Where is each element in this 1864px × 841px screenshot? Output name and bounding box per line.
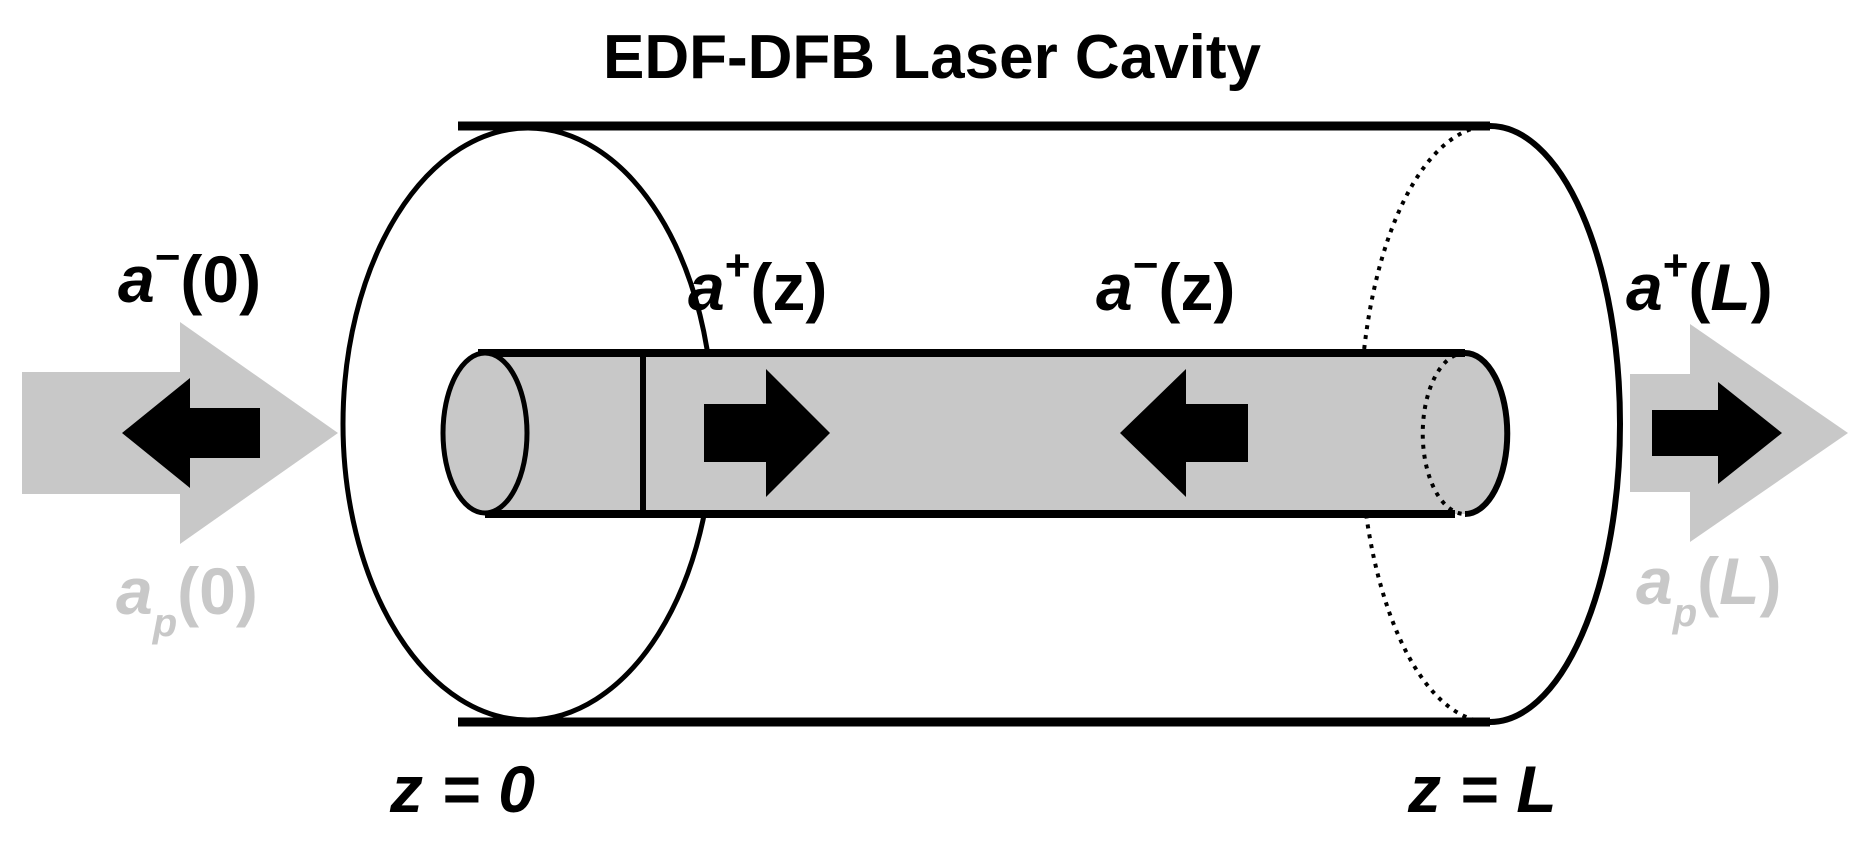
core-left-face <box>440 350 530 516</box>
position-label-end: z = L <box>1407 752 1557 826</box>
cladding-right-face-back <box>1358 124 1491 724</box>
label-a-minus-z: a−(z) <box>1096 241 1235 324</box>
label-pump-0: ap(0) <box>116 554 258 645</box>
core-right-face-front <box>1464 350 1511 517</box>
core-right-face-back <box>1420 351 1466 516</box>
outer-cladding-cylinder <box>340 121 1623 727</box>
label-a-plus-L: a+(L) <box>1626 241 1773 324</box>
fiber-core-cylinder <box>440 349 1511 518</box>
cladding-right-face-front <box>1489 123 1623 725</box>
signal-arrow-forward <box>704 369 830 497</box>
signal-arrow-backward <box>1120 369 1248 497</box>
signal-arrow-left-output <box>122 378 260 488</box>
position-label-start: z = 0 <box>389 752 535 826</box>
label-a-plus-z: a+(z) <box>688 241 827 324</box>
label-pump-L: ap(L) <box>1636 544 1781 635</box>
diagram-title: EDF-DFB Laser Cavity <box>603 23 1262 92</box>
core-body <box>485 353 1465 514</box>
core-right-cap-fill <box>1423 353 1507 513</box>
signal-arrow-right-output <box>1652 382 1782 484</box>
label-a-minus-0: a−(0) <box>118 233 261 316</box>
